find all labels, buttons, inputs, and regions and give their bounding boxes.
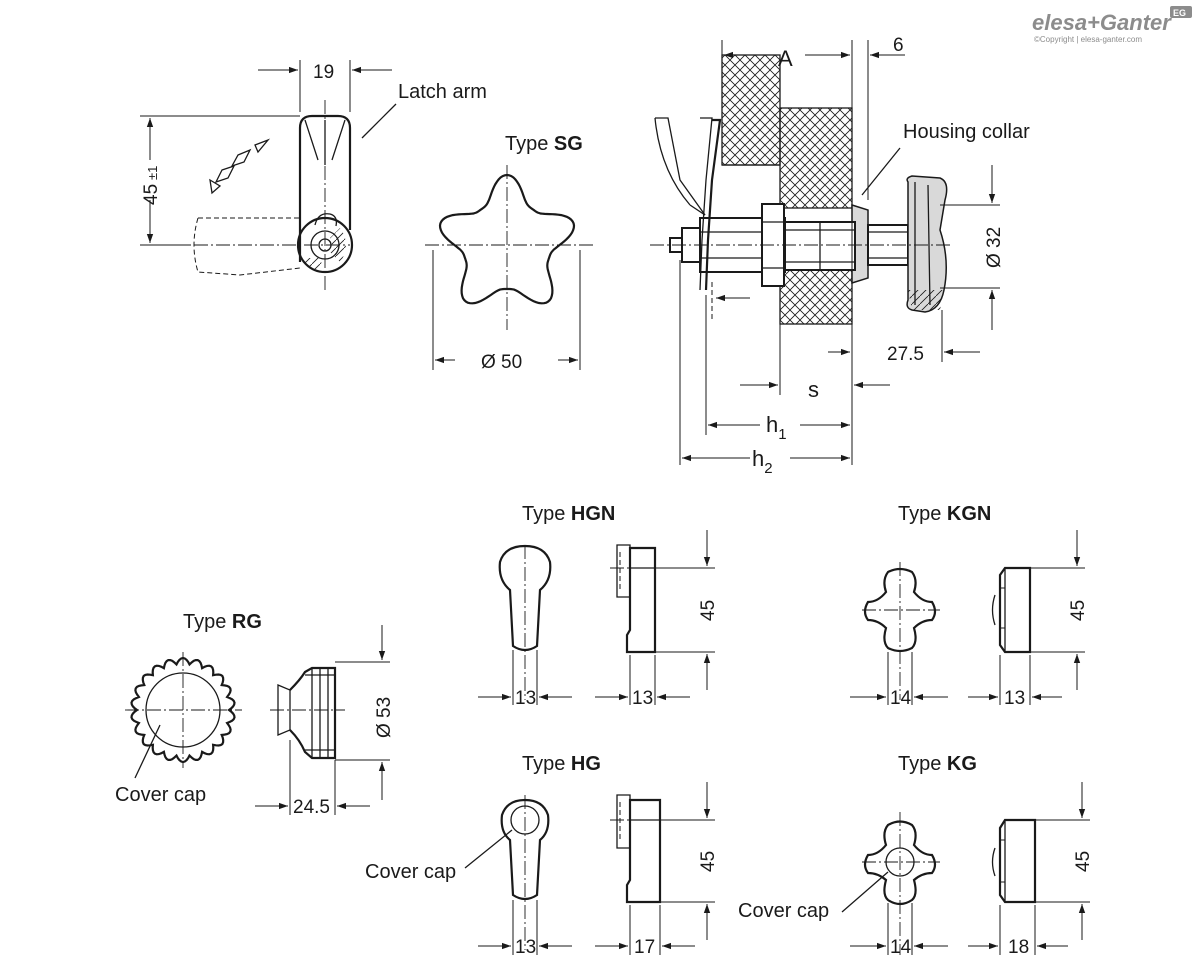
label-cover-cap-hg: Cover cap [365, 861, 456, 883]
dim-kg-front: 14 [890, 937, 912, 958]
type-hgn-title: Type HGN [522, 503, 615, 525]
label-cover-cap-rg: Cover cap [115, 784, 206, 806]
dim-hgn-front: 13 [515, 688, 536, 709]
dim-latch-height: 45 [141, 184, 162, 205]
dim-hg-height: 45 [698, 851, 719, 872]
type-rg-title: Type RG [183, 611, 262, 633]
label-latch-arm: Latch arm [398, 81, 487, 103]
label-cover-cap-kg: Cover cap [738, 900, 829, 922]
dim-hgn-side: 13 [632, 688, 653, 709]
type-sg-title: Type SG [505, 133, 583, 155]
section-view: A 6 Housing collar Ø 32 27.5 s h1 [650, 35, 1030, 477]
dim-kgn-side: 13 [1004, 688, 1025, 709]
dim-six: 6 [893, 35, 904, 56]
type-kg-title: Type KG [898, 753, 977, 775]
dim-h2: h2 [752, 446, 773, 477]
dim-kg-side: 18 [1008, 937, 1029, 958]
type-kgn-title: Type KGN [898, 503, 991, 525]
type-rg-view: Type RG Ø 53 24.5 Cover cap [115, 611, 395, 818]
dim-27-5: 27.5 [887, 344, 924, 365]
dim-hg-side: 17 [634, 937, 655, 958]
dim-kgn-front: 14 [890, 688, 912, 709]
dim-latch-tolerance: ±1 [145, 166, 160, 180]
latch-arm-view: 19 45 ±1 Latch arm [140, 60, 487, 290]
dim-hgn-height: 45 [698, 600, 719, 621]
dim-h1: h1 [766, 412, 787, 443]
dim-rg-width: 24.5 [293, 797, 330, 818]
logo-badge: EG [1173, 8, 1186, 18]
type-hgn-view: Type HGN 13 13 45 [478, 503, 719, 709]
type-kg-view: Type KG Cover cap 14 18 45 [738, 753, 1094, 958]
dim-s: s [808, 377, 819, 402]
type-hg-title: Type HG [522, 753, 601, 775]
dim-latch-width: 19 [313, 62, 334, 83]
dim-kgn-height: 45 [1068, 600, 1089, 621]
dim-sg-diameter: Ø 50 [481, 352, 522, 373]
label-housing-collar: Housing collar [903, 121, 1030, 143]
brand-logo: elesa+Ganter EG ©Copyright | elesa-gante… [1032, 6, 1192, 44]
dim-rg-diameter: Ø 53 [374, 697, 395, 738]
logo-text: elesa+Ganter [1032, 10, 1172, 35]
dim-dia-32: Ø 32 [984, 227, 1005, 268]
type-hg-view: Type HG Cover cap 13 17 45 [365, 753, 719, 958]
dim-hg-front: 13 [515, 937, 536, 958]
type-kgn-view: Type KGN 14 13 45 [850, 503, 1089, 709]
dim-kg-height: 45 [1073, 851, 1094, 872]
type-sg-view: Type SG Ø 50 [425, 133, 595, 373]
logo-badge-shape [1170, 6, 1192, 18]
copyright-text: ©Copyright | elesa-ganter.com [1034, 35, 1142, 44]
dim-a: A [778, 46, 793, 71]
